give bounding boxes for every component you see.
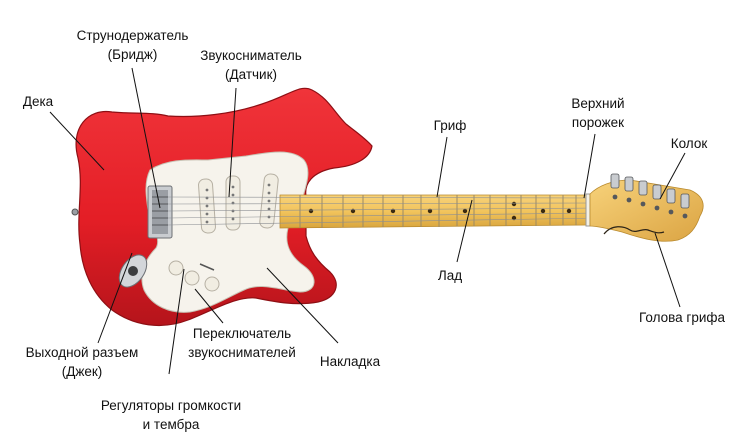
control-knobs	[168, 260, 220, 292]
label-headstock: Голова грифа	[638, 310, 726, 325]
leader-lines	[49, 67, 686, 375]
bridge	[147, 185, 173, 239]
strings	[167, 196, 601, 226]
output-jack	[118, 254, 148, 288]
headstock-logo	[603, 226, 665, 235]
label-pickguard: Накладка	[319, 354, 381, 369]
label-jack: Выходной разъем(Джек)	[25, 345, 139, 379]
tuning-pegs	[610, 173, 690, 219]
label-body: Дека	[22, 94, 54, 109]
label-tuner: Колок	[670, 136, 708, 151]
label-fret: Лад	[437, 268, 463, 283]
label-bridge: Струнодержатель(Бридж)	[76, 28, 189, 62]
label-pickup: Звукосниматель(Датчик)	[200, 48, 302, 82]
label-neck: Гриф	[433, 118, 467, 133]
pickups	[198, 173, 279, 234]
nut	[585, 193, 591, 227]
strap-button	[71, 208, 79, 216]
